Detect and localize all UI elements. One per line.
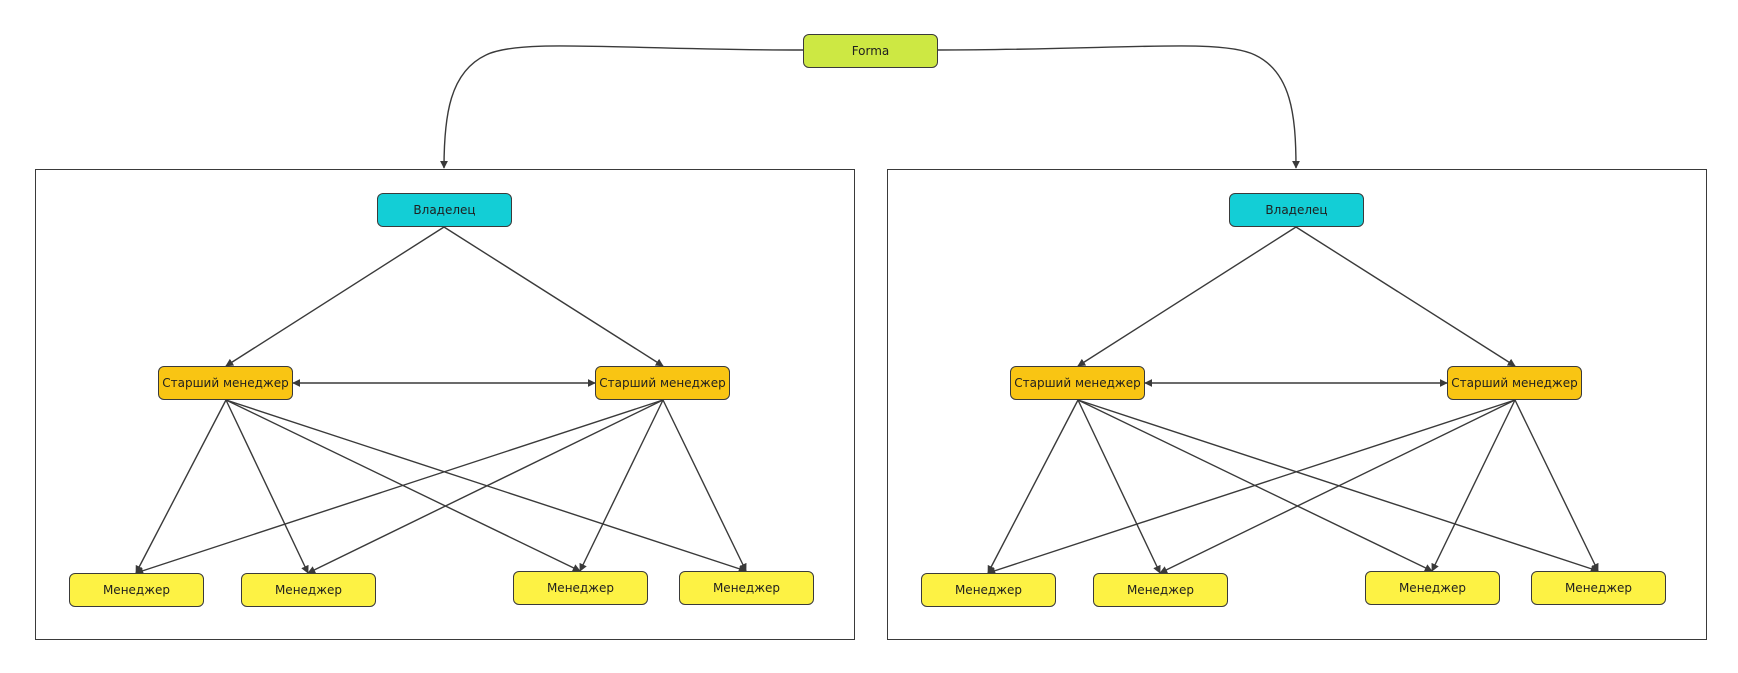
owner-label: Владелец (1265, 203, 1328, 217)
manager-node-left-2[interactable]: Менеджер (241, 573, 376, 607)
connector-senior-2-to-manager-2-right (1159, 399, 1516, 574)
manager-label: Менеджер (102, 583, 171, 597)
connector-owner-to-senior-left-1 (225, 226, 445, 367)
manager-node-left-1[interactable]: Менеджер (69, 573, 204, 607)
senior-manager-node-right-2[interactable]: Старший менеджер (1447, 366, 1582, 400)
connector-owner-to-senior-right-1 (1077, 226, 1297, 367)
manager-label: Менеджер (1564, 581, 1633, 595)
top-node-label: Forma (851, 44, 890, 58)
senior-label: Старший менеджер (1014, 376, 1141, 390)
connector-senior-1-to-manager-1-left (135, 399, 227, 574)
panel-frame-left[interactable] (35, 169, 855, 640)
manager-label: Менеджер (1398, 581, 1467, 595)
senior-label: Старший менеджер (599, 376, 726, 390)
connector-top-to-left-panel (440, 45, 804, 169)
connector-top-to-right-panel (937, 45, 1300, 169)
top-node-forma[interactable]: Forma (803, 34, 938, 68)
manager-node-left-4[interactable]: Менеджер (679, 571, 814, 605)
connector-senior-2-to-manager-4-left (662, 399, 747, 572)
connector-senior-2-to-manager-1-right (987, 399, 1516, 575)
connector-owner-to-senior-right-2 (1295, 226, 1516, 367)
manager-label: Менеджер (546, 581, 615, 595)
panel-frame-right[interactable] (887, 169, 1707, 640)
connector-owner-to-senior-left-2 (443, 226, 664, 367)
manager-label: Менеджер (274, 583, 343, 597)
manager-label: Менеджер (712, 581, 781, 595)
connector-senior-2-to-manager-4-right (1514, 399, 1599, 572)
connector-senior-2-to-manager-1-left (135, 399, 664, 575)
connector-senior-1-to-manager-2-right (1077, 399, 1161, 574)
manager-node-right-1[interactable]: Менеджер (921, 573, 1056, 607)
senior-label: Старший менеджер (1451, 376, 1578, 390)
senior-manager-node-left-1[interactable]: Старший менеджер (158, 366, 293, 400)
owner-node-right[interactable]: Владелец (1229, 193, 1364, 227)
connector-senior-1-to-manager-2-left (225, 399, 309, 574)
manager-label: Менеджер (954, 583, 1023, 597)
manager-node-right-2[interactable]: Менеджер (1093, 573, 1228, 607)
connector-senior-2-to-manager-3-left (579, 399, 664, 572)
connector-senior-2-to-manager-2-left (307, 399, 664, 574)
owner-label: Владелец (413, 203, 476, 217)
connector-senior-1-to-manager-1-right (987, 399, 1079, 574)
senior-label: Старший менеджер (162, 376, 289, 390)
manager-node-right-3[interactable]: Менеджер (1365, 571, 1500, 605)
manager-node-right-4[interactable]: Менеджер (1531, 571, 1666, 605)
senior-manager-node-left-2[interactable]: Старший менеджер (595, 366, 730, 400)
connector-senior-2-to-manager-3-right (1431, 399, 1516, 572)
manager-label: Менеджер (1126, 583, 1195, 597)
owner-node-left[interactable]: Владелец (377, 193, 512, 227)
manager-node-left-3[interactable]: Менеджер (513, 571, 648, 605)
senior-manager-node-right-1[interactable]: Старший менеджер (1010, 366, 1145, 400)
